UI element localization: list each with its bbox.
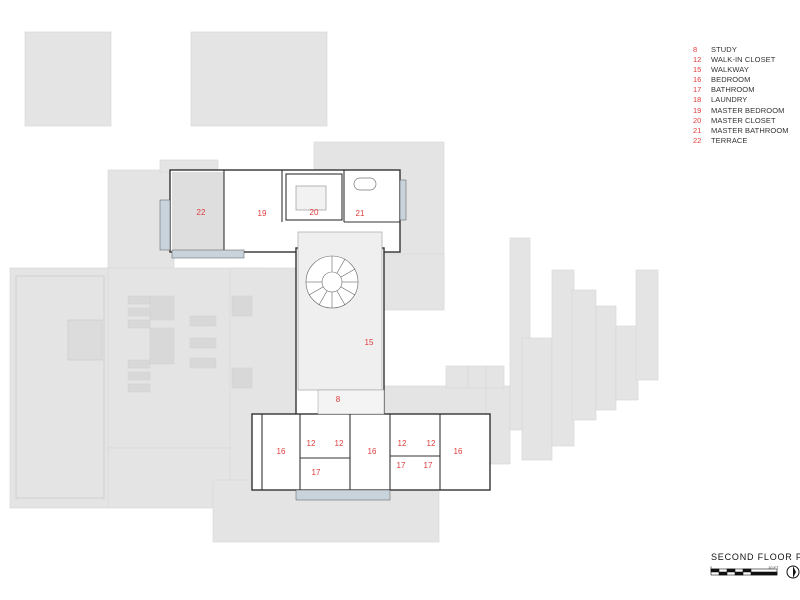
room-label-walkway: 15 — [365, 338, 374, 347]
legend-item-number: 20 — [693, 115, 702, 125]
spiral-stair — [305, 255, 359, 309]
legend-item: 15 WALKWAY — [693, 65, 789, 75]
room-labels: 22 19 20 21 15 8 16 16 16 12 12 12 12 17… — [197, 208, 463, 477]
room-label-bedroom-left: 16 — [277, 447, 286, 456]
legend-item-number: 22 — [693, 135, 702, 145]
interior-walls — [223, 170, 441, 490]
legend-item: 20 MASTER CLOSET — [693, 116, 789, 126]
legend-item-number: 16 — [693, 75, 702, 85]
room-label-master-bedroom: 19 — [258, 209, 267, 218]
legend-item-name: STUDY — [711, 45, 737, 54]
room-label-study: 8 — [336, 395, 341, 404]
legend-item: 19 MASTER BEDROOM — [693, 106, 789, 116]
legend-item-name: WALKWAY — [711, 65, 749, 75]
legend-item-name: LAUNDRY — [711, 95, 748, 105]
room-label-bedroom-right: 16 — [454, 447, 463, 456]
legend-item: 12 WALK-IN CLOSET — [693, 55, 789, 65]
scale-bar — [710, 568, 778, 576]
outdoor-furniture — [127, 295, 253, 393]
legend-item-number: 8 — [693, 45, 698, 54]
room-label-bath-left: 17 — [312, 468, 321, 477]
legend-item: 8 STUDY — [693, 45, 789, 55]
room-label-closet-1: 12 — [307, 439, 316, 448]
legend-item-number: 21 — [693, 125, 702, 135]
bathtub — [353, 177, 377, 191]
legend-item-name: TERRACE — [711, 135, 748, 145]
closet-island — [295, 185, 327, 211]
legend-item-number: 19 — [693, 105, 702, 115]
room-label-bedroom-middle: 16 — [368, 447, 377, 456]
room-label-bath-right: 17 — [424, 461, 433, 470]
room-legend: 8 STUDY 12 WALK-IN CLOSET 15 WALKWAY 16 BEDROOM… — [693, 45, 789, 146]
legend-item-name: BATHROOM — [711, 85, 755, 95]
terrace-floor — [172, 172, 224, 250]
legend-item: 18 LAUNDRY — [693, 95, 789, 105]
plan-title: SECOND FLOOR P — [711, 552, 800, 562]
legend-item-name: BEDROOM — [711, 75, 751, 85]
walkway-floor — [297, 231, 383, 391]
legend-item-name: MASTER BEDROOM — [711, 105, 785, 115]
room-label-closet-3: 12 — [398, 439, 407, 448]
legend-item-name: WALK-IN CLOSET — [711, 55, 776, 65]
legend-item: 21 MASTER BATHROOM — [693, 126, 789, 136]
room-label-master-bathroom: 21 — [356, 209, 365, 218]
room-label-master-closet: 20 — [310, 208, 319, 217]
room-label-bath-mid: 17 — [397, 461, 406, 470]
room-label-closet-2: 12 — [335, 439, 344, 448]
legend-item-number: 12 — [693, 55, 702, 65]
legend-item-name: MASTER CLOSET — [711, 115, 776, 125]
north-arrow-icon — [786, 565, 800, 579]
legend-item: 16 BEDROOM — [693, 75, 789, 85]
legend-item-number: 15 — [693, 65, 702, 75]
legend-item-number: 18 — [693, 95, 702, 105]
legend-item: 17 BATHROOM — [693, 85, 789, 95]
scale-start-label: 0 — [710, 565, 713, 570]
pool-outline — [15, 275, 105, 499]
room-label-terrace: 22 — [197, 208, 206, 217]
glazing — [159, 179, 407, 501]
legend-item-name: MASTER BATHROOM — [711, 125, 789, 135]
room-label-closet-4: 12 — [427, 439, 436, 448]
legend-item: 22 TERRACE — [693, 136, 789, 146]
scale-end-label: 10 FT — [768, 565, 779, 570]
legend-item-number: 17 — [693, 85, 702, 95]
